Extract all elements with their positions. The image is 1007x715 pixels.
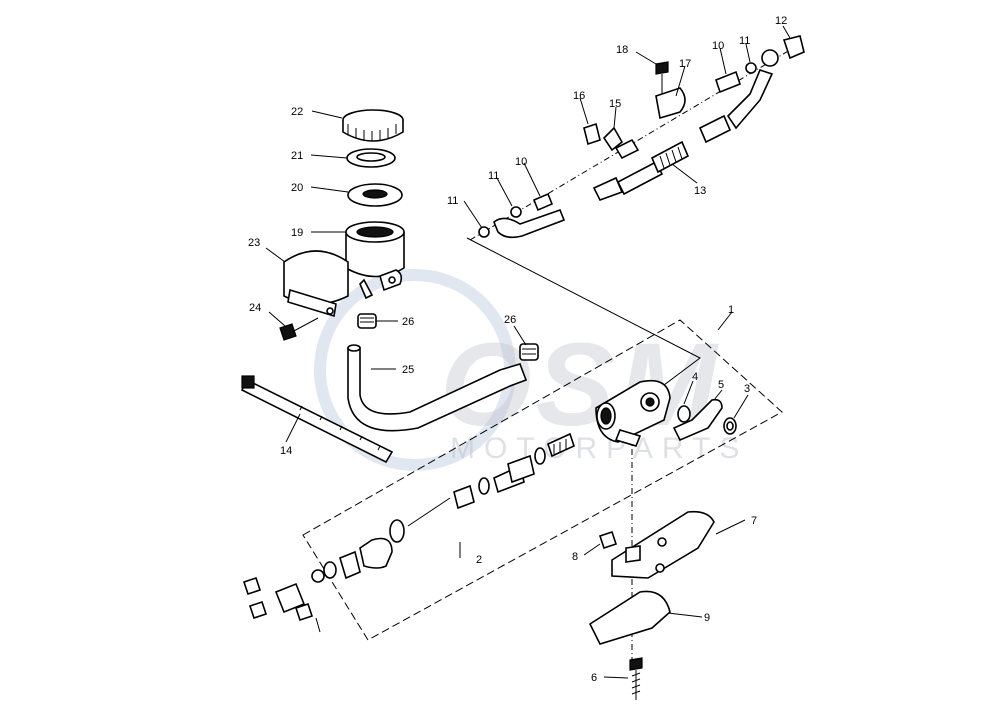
callout-21: 21 xyxy=(291,150,303,162)
reservoir-screw xyxy=(279,317,319,341)
reservoir-hose-connection-line xyxy=(466,237,701,389)
bracket-group xyxy=(588,510,715,700)
callout-24: 24 xyxy=(249,302,261,314)
reservoir-cover xyxy=(283,250,349,318)
callout-11-left: 11 xyxy=(447,195,458,207)
callout-22: 22 xyxy=(291,106,303,118)
callout-11-upper: 11 xyxy=(739,35,750,47)
callout-10-upper: 10 xyxy=(712,40,724,52)
callout-10-lower: 10 xyxy=(515,156,527,168)
callout-11-mid: 11 xyxy=(488,170,499,182)
callout-6: 6 xyxy=(591,672,597,684)
hose-clip-upper xyxy=(357,313,377,329)
callout-12: 12 xyxy=(775,15,787,27)
master-cylinder-kit xyxy=(339,432,575,580)
callout-13: 13 xyxy=(694,185,706,197)
reservoir-group xyxy=(279,109,405,341)
reservoir-diaphragm xyxy=(346,148,396,168)
callout-2: 2 xyxy=(476,554,482,566)
cable-tie xyxy=(240,375,394,464)
master-cylinder-fittings xyxy=(672,398,737,442)
clevis-group xyxy=(242,561,337,633)
master-cylinder-assembly-outline xyxy=(302,319,783,641)
watermark-sub-text: MOTORPARTS xyxy=(450,432,748,465)
brake-hose-lower xyxy=(493,208,566,239)
callout-15: 15 xyxy=(609,98,621,110)
callout-23: 23 xyxy=(248,237,260,249)
bracket-guard xyxy=(588,590,671,645)
reservoir-plate xyxy=(347,183,403,207)
brake-hose-upper xyxy=(726,69,774,130)
leader-lines xyxy=(265,25,791,679)
callout-7: 7 xyxy=(751,515,757,527)
callout-19: 19 xyxy=(291,227,303,239)
callout-4: 4 xyxy=(692,371,698,383)
callout-1: 1 xyxy=(728,304,734,316)
reservoir-body xyxy=(345,221,405,300)
reservoir-hose-group xyxy=(347,313,539,432)
reservoir-cap xyxy=(342,109,404,142)
callout-9: 9 xyxy=(704,612,710,624)
callout-26-left: 26 xyxy=(402,316,414,328)
callout-16: 16 xyxy=(573,90,585,102)
brake-hose-group xyxy=(478,35,805,239)
callout-26-right: 26 xyxy=(504,314,516,326)
callout-5: 5 xyxy=(718,379,724,391)
hose-clip-lower xyxy=(519,343,539,361)
callout-25: 25 xyxy=(402,364,414,376)
callout-8: 8 xyxy=(572,551,578,563)
callout-3: 3 xyxy=(744,383,750,395)
master-cylinder-body xyxy=(595,379,671,447)
callout-14: 14 xyxy=(280,445,292,457)
reservoir-hose xyxy=(347,347,528,432)
callout-17: 17 xyxy=(679,58,691,70)
callouts: 1 2 3 4 5 6 7 8 9 10 10 11 11 11 12 13 1… xyxy=(248,15,787,684)
callout-20: 20 xyxy=(291,182,303,194)
callout-18: 18 xyxy=(616,44,628,56)
